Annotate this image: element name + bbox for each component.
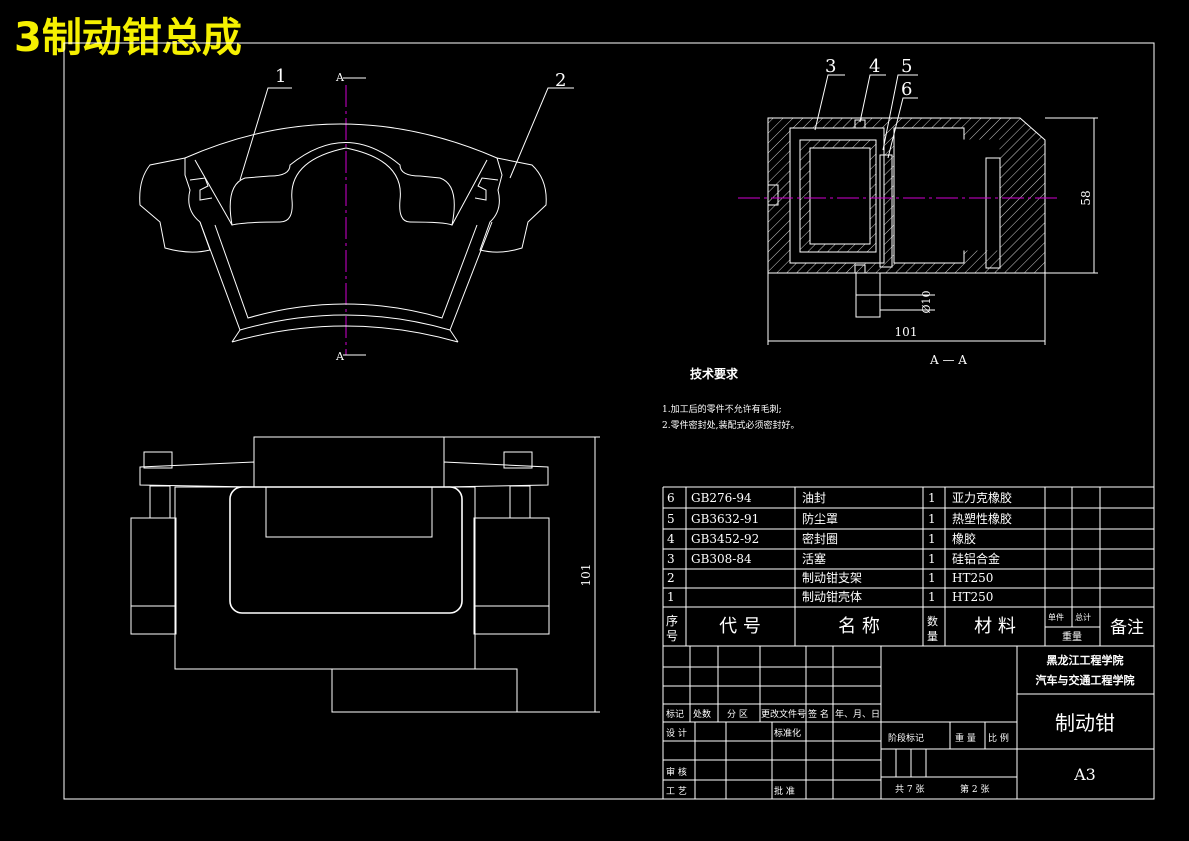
part-material: HT250 xyxy=(952,571,993,585)
hdr-qty-2: 量 xyxy=(927,630,938,643)
dim-58: 58 xyxy=(1079,190,1093,205)
callout-4: 4 xyxy=(869,56,880,77)
hdr-total: 总计 xyxy=(1075,612,1091,622)
callout-2: 2 xyxy=(555,70,566,91)
tb-count: 处数 xyxy=(693,708,711,720)
tb-approve: 批 准 xyxy=(774,785,795,797)
hdr-name: 名 称 xyxy=(838,616,880,637)
part-qty: 1 xyxy=(928,571,936,585)
part-name: 密封圈 xyxy=(802,531,838,546)
callout-3: 3 xyxy=(825,56,836,77)
part-no: 2 xyxy=(667,571,675,585)
school-name-2: 汽车与交通工程学院 xyxy=(1036,673,1135,687)
callout-1: 1 xyxy=(275,66,286,87)
hdr-unit: 单件 xyxy=(1048,612,1064,622)
part-material: HT250 xyxy=(952,590,993,604)
callout-5: 5 xyxy=(901,56,912,77)
section-a-a-view: 58 101 Ø10 3 4 5 6 A — A xyxy=(738,56,1098,367)
tb-process: 工 艺 xyxy=(666,786,687,797)
tb-scale: 比 例 xyxy=(988,732,1009,744)
tb-sign: 签 名 xyxy=(808,708,829,720)
dim-101-front: 101 xyxy=(579,564,593,587)
part-name: 制动钳支架 xyxy=(802,571,862,585)
tb-stage: 阶段标记 xyxy=(888,732,924,744)
tb-check: 审 核 xyxy=(666,766,687,778)
drawing-name: 制动钳 xyxy=(1055,711,1115,735)
tech-req-line1: 1.加工后的零件不允许有毛刺; xyxy=(662,403,782,415)
drawing-frame xyxy=(63,42,1155,800)
hdr-remark: 备注 xyxy=(1110,618,1144,638)
part-name: 防尘罩 xyxy=(802,511,838,526)
part-code: GB308-84 xyxy=(691,552,752,566)
title-block xyxy=(663,487,1155,800)
part-material: 橡胶 xyxy=(952,531,976,546)
hdr-code: 代 号 xyxy=(719,616,761,637)
part-material: 亚力克橡胶 xyxy=(952,490,1012,505)
hdr-material: 材 料 xyxy=(974,616,1016,637)
dim-101-section: 101 xyxy=(895,325,918,339)
section-a-bottom: A xyxy=(335,350,345,363)
part-no: 3 xyxy=(667,552,675,566)
part-qty: 1 xyxy=(928,552,936,566)
tb-change: 更改文件号 xyxy=(761,708,806,720)
tb-design: 设 计 xyxy=(666,727,687,739)
tb-zone: 分 区 xyxy=(727,709,748,720)
tb-weight: 重 量 xyxy=(955,732,976,744)
hdr-weight: 重量 xyxy=(1062,630,1082,643)
part-code: GB3452-92 xyxy=(691,532,759,546)
section-view-label: A — A xyxy=(929,353,967,367)
hdr-no-2: 号 xyxy=(666,629,678,643)
caliper-top-view: 101 xyxy=(130,436,600,713)
tech-req-line2: 2.零件密封处,装配式必须密封好。 xyxy=(662,419,799,431)
hdr-qty-1: 数 xyxy=(927,615,938,628)
page-title: 3制动钳总成 xyxy=(14,15,242,61)
caliper-front-view: A A 1 2 xyxy=(139,66,574,363)
part-qty: 1 xyxy=(928,512,936,526)
part-qty: 1 xyxy=(928,532,936,546)
school-name-1: 黑龙江工程学院 xyxy=(1047,653,1124,667)
parts-list-table xyxy=(662,486,1154,799)
part-no: 4 xyxy=(667,532,675,546)
part-qty: 1 xyxy=(928,590,936,604)
tb-std: 标准化 xyxy=(774,727,801,739)
section-a-top: A xyxy=(335,71,345,84)
tb-mark: 标记 xyxy=(666,708,684,720)
part-code: GB3632-91 xyxy=(691,512,759,526)
tb-total-sheets: 共 7 张 xyxy=(895,784,924,795)
callout-6: 6 xyxy=(901,79,912,100)
part-code: GB276-94 xyxy=(691,491,752,505)
tech-req-heading: 技术要求 xyxy=(690,366,739,381)
part-no: 5 xyxy=(667,512,675,526)
part-no: 6 xyxy=(667,491,675,505)
part-material: 热塑性橡胶 xyxy=(952,511,1012,526)
tb-date: 年、月、日 xyxy=(835,708,880,720)
part-material: 硅铝合金 xyxy=(952,551,1000,566)
part-name: 油封 xyxy=(802,491,826,505)
part-no: 1 xyxy=(667,590,675,604)
dim-dia-10: Ø10 xyxy=(920,290,933,313)
part-qty: 1 xyxy=(928,491,936,505)
paper-size: A3 xyxy=(1073,765,1096,784)
part-name: 活塞 xyxy=(802,551,826,566)
tb-sheet-no: 第 2 张 xyxy=(960,783,989,795)
hdr-no-1: 序 xyxy=(666,613,678,628)
part-name: 制动钳壳体 xyxy=(802,590,862,604)
